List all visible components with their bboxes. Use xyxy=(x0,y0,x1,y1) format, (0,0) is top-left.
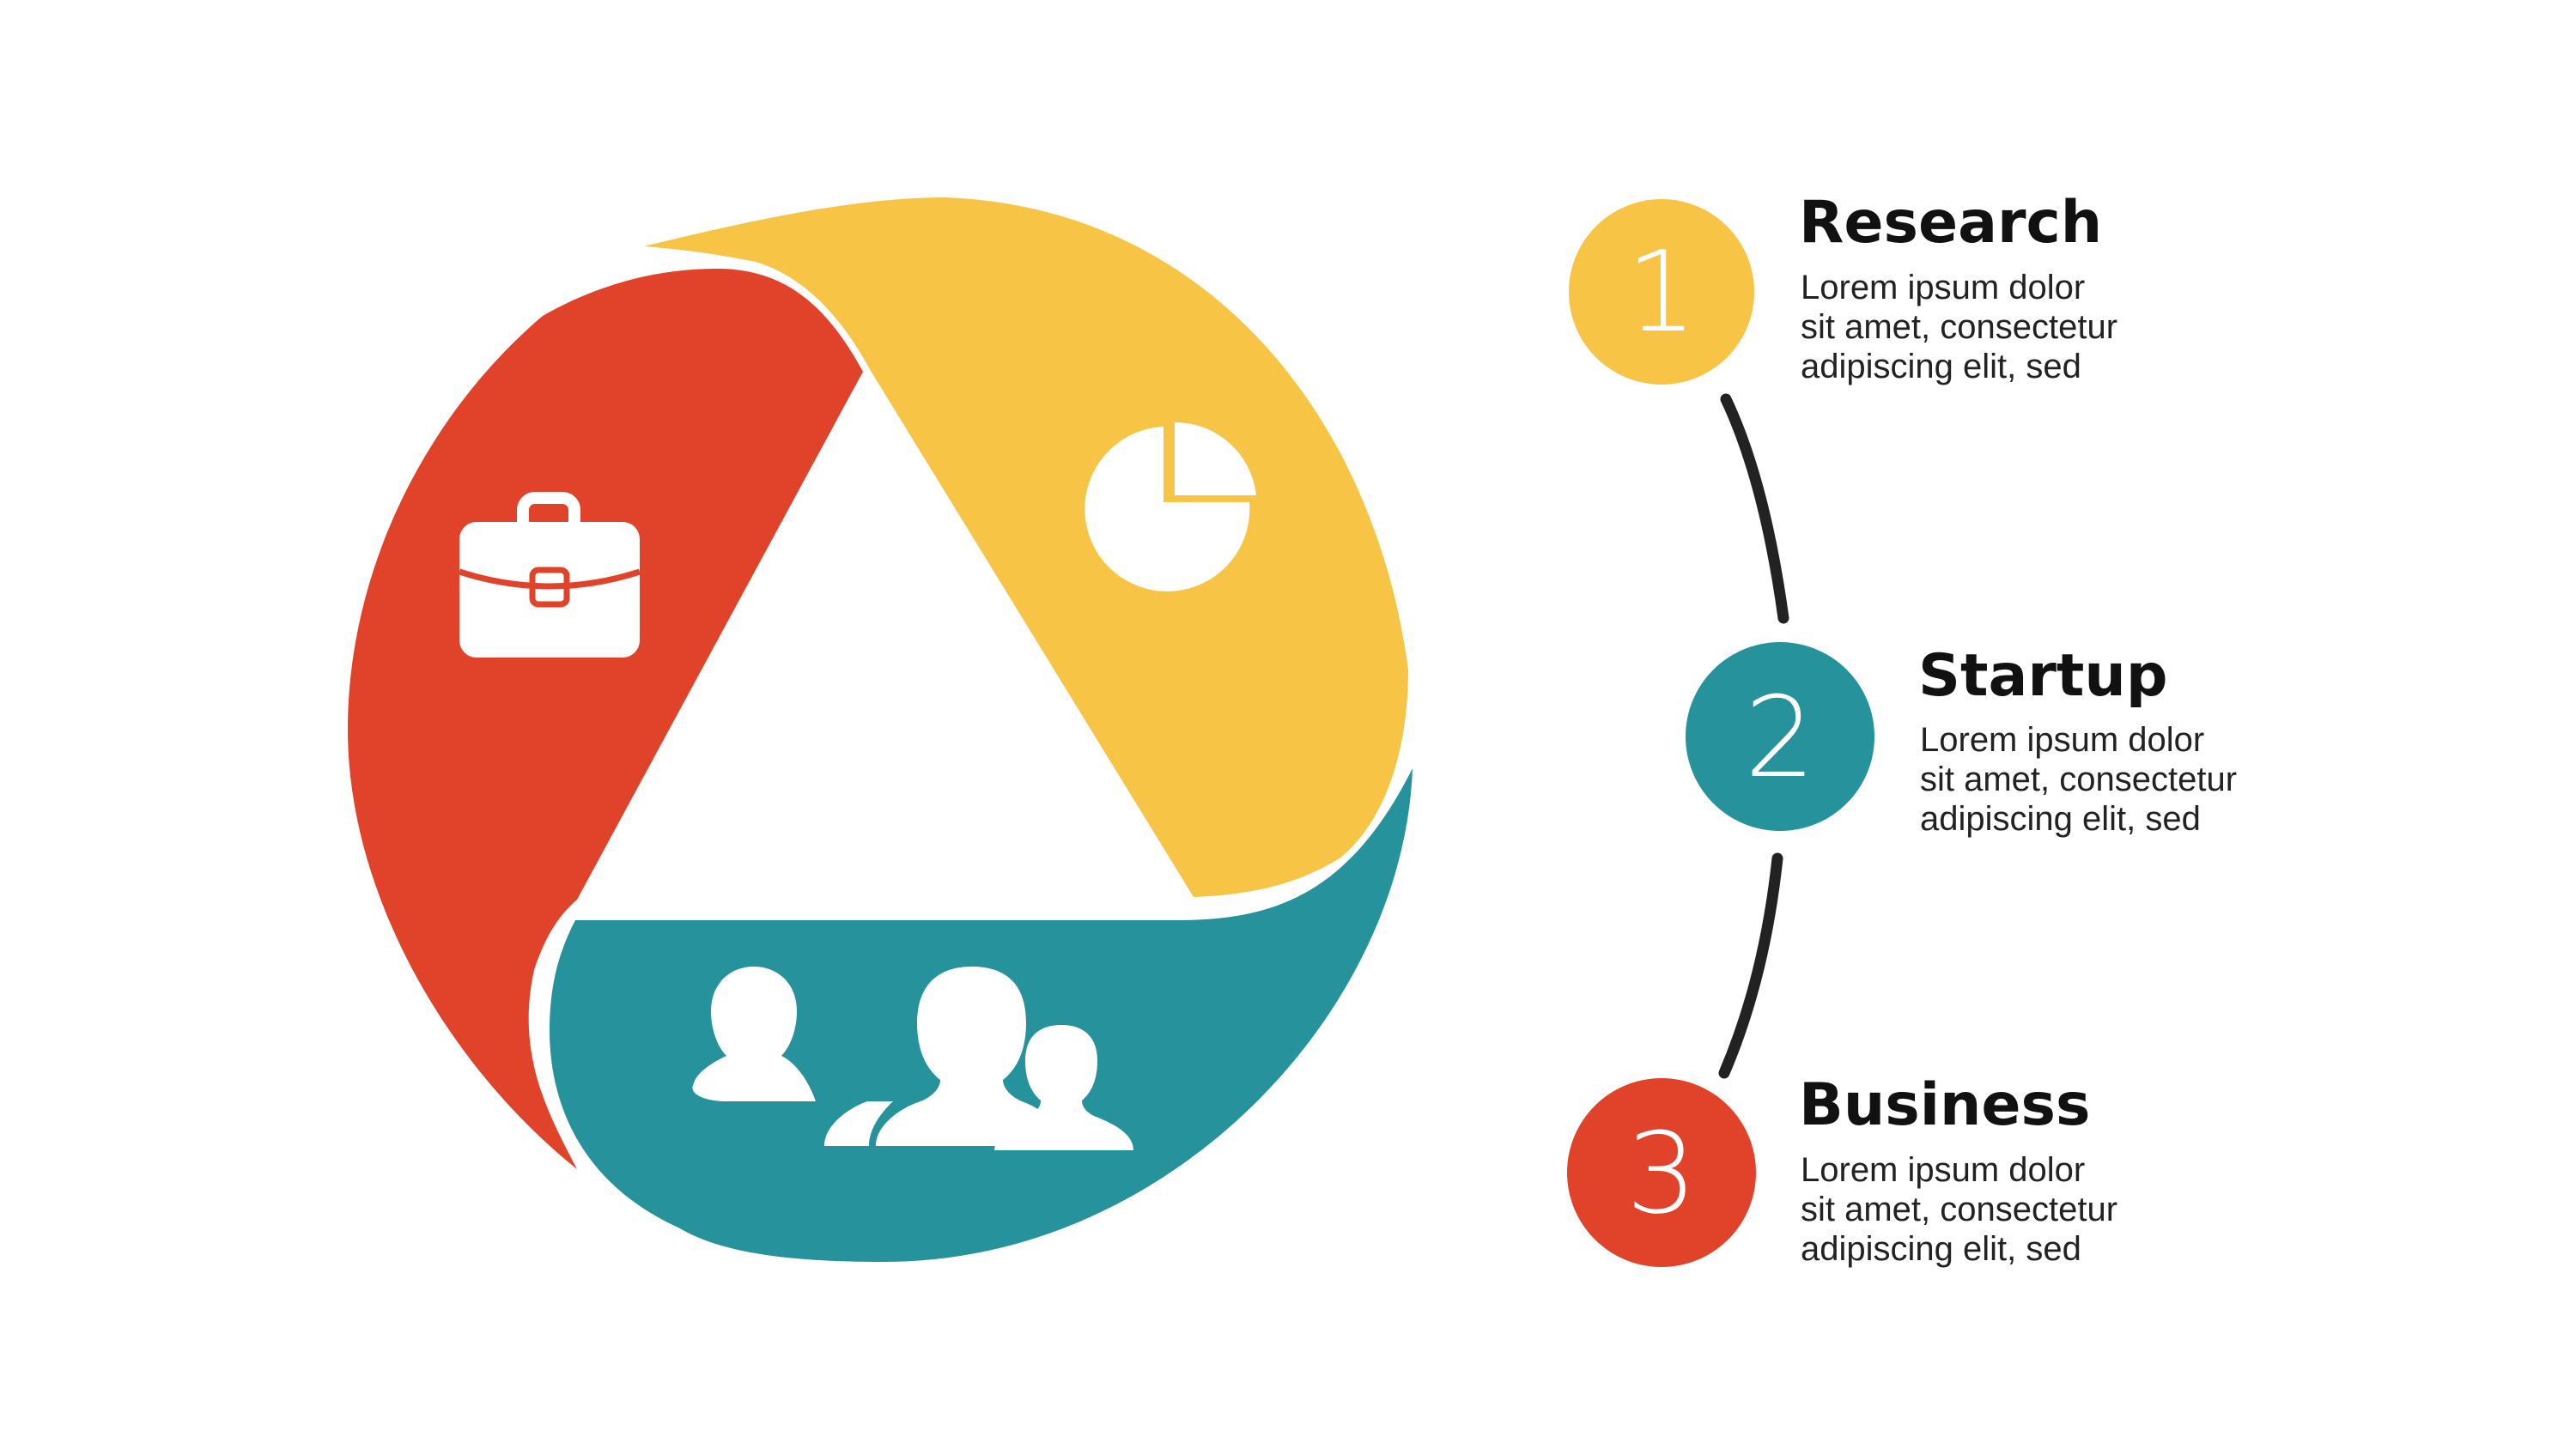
red-segment xyxy=(348,268,863,1169)
step-3-title: Business xyxy=(1799,1071,2091,1139)
step-2-desc-line-3: adipiscing elit, sed xyxy=(1920,800,2201,838)
step-1-desc-line-1: Lorem ipsum dolor xyxy=(1801,269,2085,306)
step-3-desc-line-2: sit amet, consectetur xyxy=(1801,1191,2117,1228)
step-1: 1 Research Lorem ipsum dolor sit amet, c… xyxy=(1569,189,2117,385)
step-2-number: 2 xyxy=(1745,672,1816,803)
step-2: 2 Startup Lorem ipsum dolor sit amet, co… xyxy=(1686,642,2237,838)
briefcase-icon xyxy=(458,492,641,658)
step-2-circle xyxy=(1686,642,1874,831)
step-3-circle xyxy=(1567,1078,1756,1267)
yellow-segment xyxy=(644,197,1408,897)
step-1-circle xyxy=(1569,199,1754,385)
step-1-number: 1 xyxy=(1626,227,1698,357)
step-3: 3 Business Lorem ipsum dolor sit amet, c… xyxy=(1567,1071,2117,1268)
connector-arc-1-2 xyxy=(1720,393,1789,624)
step-2-desc-line-1: Lorem ipsum dolor xyxy=(1920,721,2204,759)
step-2-title: Startup xyxy=(1918,642,2168,710)
step-1-desc-line-3: adipiscing elit, sed xyxy=(1801,348,2081,385)
pie-chart-icon xyxy=(1084,421,1256,591)
people-icon xyxy=(692,967,1133,1150)
step-1-title: Research xyxy=(1799,189,2102,257)
step-3-desc-line-1: Lorem ipsum dolor xyxy=(1801,1151,2085,1189)
step-3-desc-line-3: adipiscing elit, sed xyxy=(1801,1230,2081,1268)
step-1-desc-line-2: sit amet, consectetur xyxy=(1801,308,2117,346)
step-2-desc-line-2: sit amet, consectetur xyxy=(1920,761,2237,798)
step-3-number: 3 xyxy=(1626,1108,1698,1239)
connector-arc-2-3 xyxy=(1718,852,1783,1079)
